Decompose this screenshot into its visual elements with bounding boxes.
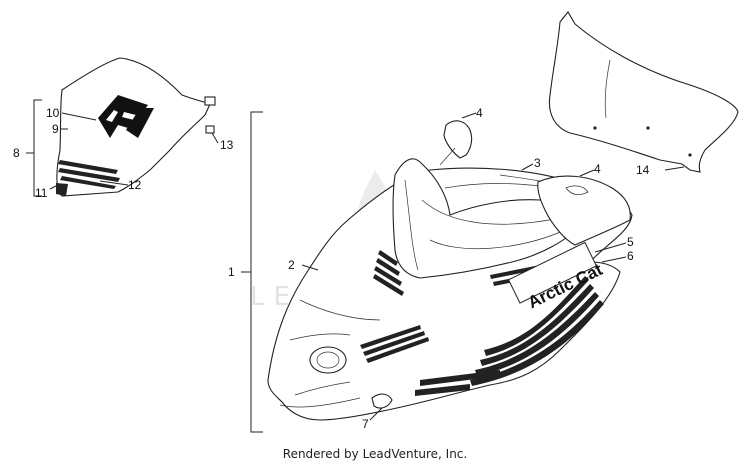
callout-12: 12 (128, 178, 142, 192)
callout-10: 10 (46, 106, 60, 120)
arctic-cat-decal[interactable]: Arctic Cat (415, 241, 612, 396)
footer-credit: Rendered by LeadVenture, Inc. (282, 447, 468, 461)
mirror-part[interactable] (439, 120, 473, 166)
leader-7 (369, 407, 383, 421)
leader-3 (521, 163, 534, 171)
f7-logo-decal (98, 95, 154, 138)
leader-13 (211, 132, 219, 144)
leader-4b (579, 169, 595, 177)
leader-12 (99, 180, 129, 186)
callout-3: 3 (534, 156, 541, 170)
callout-13: 13 (220, 138, 234, 152)
callout-7: 7 (362, 417, 369, 431)
callout-8: 8 (13, 146, 20, 160)
leader-11 (49, 184, 59, 190)
windshield-part[interactable] (548, 11, 739, 173)
lower-trim-part[interactable] (371, 393, 393, 409)
callout-9: 9 (52, 122, 59, 136)
leader-5 (594, 242, 627, 253)
leader-2 (301, 264, 319, 271)
side-panel-part[interactable] (537, 175, 631, 246)
callout-14: 14 (636, 163, 650, 177)
callout-4b: 4 (594, 162, 601, 176)
leader-4a (461, 112, 477, 119)
bracket-1 (250, 111, 263, 433)
leader-10 (61, 112, 97, 121)
leader-6 (601, 256, 627, 263)
callout-4a: 4 (476, 106, 483, 120)
callout-2: 2 (288, 258, 295, 272)
leader-14 (664, 166, 685, 171)
callout-1: 1 (228, 265, 235, 279)
fastener-part[interactable] (204, 96, 216, 134)
bracket-8 (33, 99, 42, 197)
callout-11: 11 (35, 186, 48, 200)
callout-5: 5 (627, 235, 634, 249)
callout-6: 6 (627, 249, 634, 263)
hood-decal-panel[interactable] (56, 57, 211, 197)
